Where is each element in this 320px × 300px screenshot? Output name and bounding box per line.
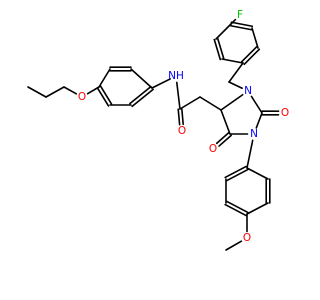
single-bond-line xyxy=(199,96,222,111)
atom-label-o-propoxy: O xyxy=(78,91,86,103)
single-bond-line xyxy=(225,240,243,251)
single-bond-line xyxy=(246,202,269,215)
single-bond-line xyxy=(255,112,263,129)
atom-label-o-amide: O xyxy=(178,125,186,137)
double-bond-line xyxy=(216,37,225,60)
double-bond-line xyxy=(96,87,110,107)
single-bond-line xyxy=(215,23,232,40)
double-bond-line xyxy=(224,203,247,217)
single-bond-line xyxy=(251,27,259,49)
single-bond-line xyxy=(250,95,263,114)
single-bond-line xyxy=(63,86,78,95)
atom-label-o-c5: O xyxy=(209,143,217,155)
atom-label-o-methoxy: O xyxy=(243,232,251,244)
single-bond-line xyxy=(179,96,201,110)
single-bond-line xyxy=(45,86,65,98)
single-bond-line xyxy=(246,139,254,169)
single-bond-line xyxy=(98,68,111,88)
double-bond-line xyxy=(129,85,152,105)
single-bond-line xyxy=(130,68,153,89)
bond-layer xyxy=(27,18,280,251)
double-bond-line xyxy=(240,45,258,63)
double-bond-line xyxy=(215,131,230,145)
molecule-structure-diagram: F N N NH O O O O O xyxy=(27,9,289,251)
single-bond-line xyxy=(228,62,244,83)
double-bond-line xyxy=(99,85,113,105)
single-bond-line xyxy=(246,167,269,180)
double-bond-line xyxy=(218,134,232,147)
single-bond-line xyxy=(220,93,244,111)
double-bond-line xyxy=(226,200,249,214)
double-bond-line xyxy=(180,108,185,126)
single-bond-line xyxy=(230,18,237,25)
atom-label-o-c2: O xyxy=(281,107,289,119)
single-bond-line xyxy=(86,86,100,95)
atom-label-nh: NH xyxy=(168,70,184,82)
atom-label-n1: N xyxy=(244,85,252,97)
double-bond-line xyxy=(226,168,249,182)
atom-label-layer: F N N NH O O O O O xyxy=(78,9,289,244)
atom-label-f: F xyxy=(237,9,243,21)
single-bond-line xyxy=(228,81,243,90)
single-bond-line xyxy=(27,86,47,98)
double-bond-line xyxy=(177,108,181,126)
single-bond-line xyxy=(175,81,181,110)
double-bond-line xyxy=(224,165,247,179)
atom-label-n2: N xyxy=(250,128,258,140)
double-bond-line xyxy=(131,88,154,108)
double-bond-line xyxy=(213,38,222,61)
single-bond-line xyxy=(151,78,171,89)
single-bond-line xyxy=(221,58,244,64)
double-bond-line xyxy=(243,48,261,66)
single-bond-line xyxy=(220,109,231,135)
double-bond-line xyxy=(229,24,253,31)
double-bond-line xyxy=(230,21,254,28)
